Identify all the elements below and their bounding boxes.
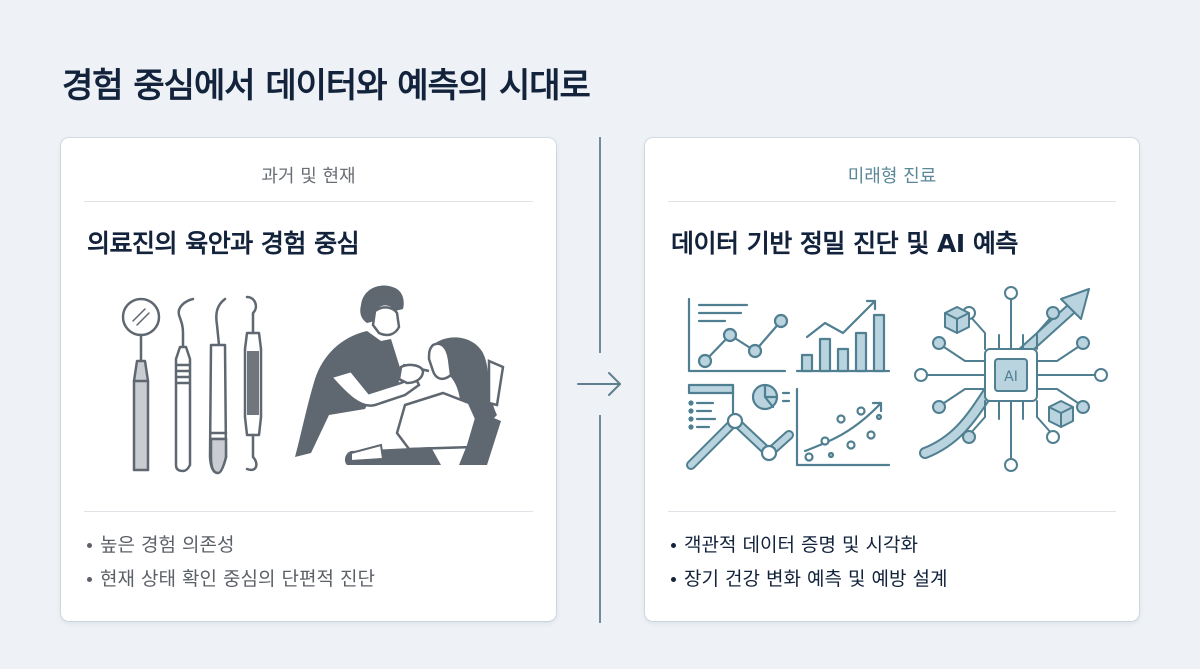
dentist-treating-patient-icon bbox=[295, 285, 505, 465]
bullet-item: 높은 경험 의존성 bbox=[87, 528, 375, 562]
past-illustration bbox=[61, 283, 556, 483]
past-bullet-list: 높은 경험 의존성 현재 상태 확인 중심의 단편적 진단 bbox=[87, 528, 375, 596]
divider bbox=[668, 201, 1116, 202]
vertical-divider bbox=[599, 137, 601, 353]
divider bbox=[84, 201, 533, 202]
arrow-right-icon bbox=[577, 372, 621, 396]
bullet-dot bbox=[671, 542, 676, 548]
bullet-item: 현재 상태 확인 중심의 단편적 진단 bbox=[87, 562, 375, 596]
card-heading: 데이터 기반 정밀 진단 및 AI 예측 bbox=[671, 229, 1018, 258]
ai-chip-label: AI bbox=[1004, 369, 1018, 385]
card-label: 과거 및 현재 bbox=[261, 166, 356, 187]
future-card: 미래형 진료 데이터 기반 정밀 진단 및 AI 예측 bbox=[645, 138, 1139, 621]
data-charts-icon bbox=[686, 297, 891, 470]
ai-chip-network-icon: AI bbox=[914, 286, 1108, 472]
divider bbox=[84, 511, 533, 512]
bullet-dot bbox=[87, 576, 92, 582]
card-heading: 의료진의 육안과 경험 중심 bbox=[87, 229, 360, 258]
bullet-dot bbox=[671, 576, 676, 582]
past-present-card: 과거 및 현재 의료진의 육안과 경험 중심 bbox=[61, 138, 556, 621]
bullet-dot bbox=[87, 542, 92, 548]
page-title: 경험 중심에서 데이터와 예측의 시대로 bbox=[62, 66, 591, 106]
bullet-item: 장기 건강 변화 예측 및 예방 설계 bbox=[671, 562, 947, 596]
divider bbox=[668, 511, 1116, 512]
vertical-divider bbox=[599, 415, 601, 623]
card-label: 미래형 진료 bbox=[847, 166, 937, 187]
bullet-item: 객관적 데이터 증명 및 시각화 bbox=[671, 528, 947, 562]
dental-instruments-icon bbox=[121, 295, 263, 475]
future-bullet-list: 객관적 데이터 증명 및 시각화 장기 건강 변화 예측 및 예방 설계 bbox=[671, 528, 947, 596]
future-illustration: AI bbox=[645, 283, 1139, 483]
